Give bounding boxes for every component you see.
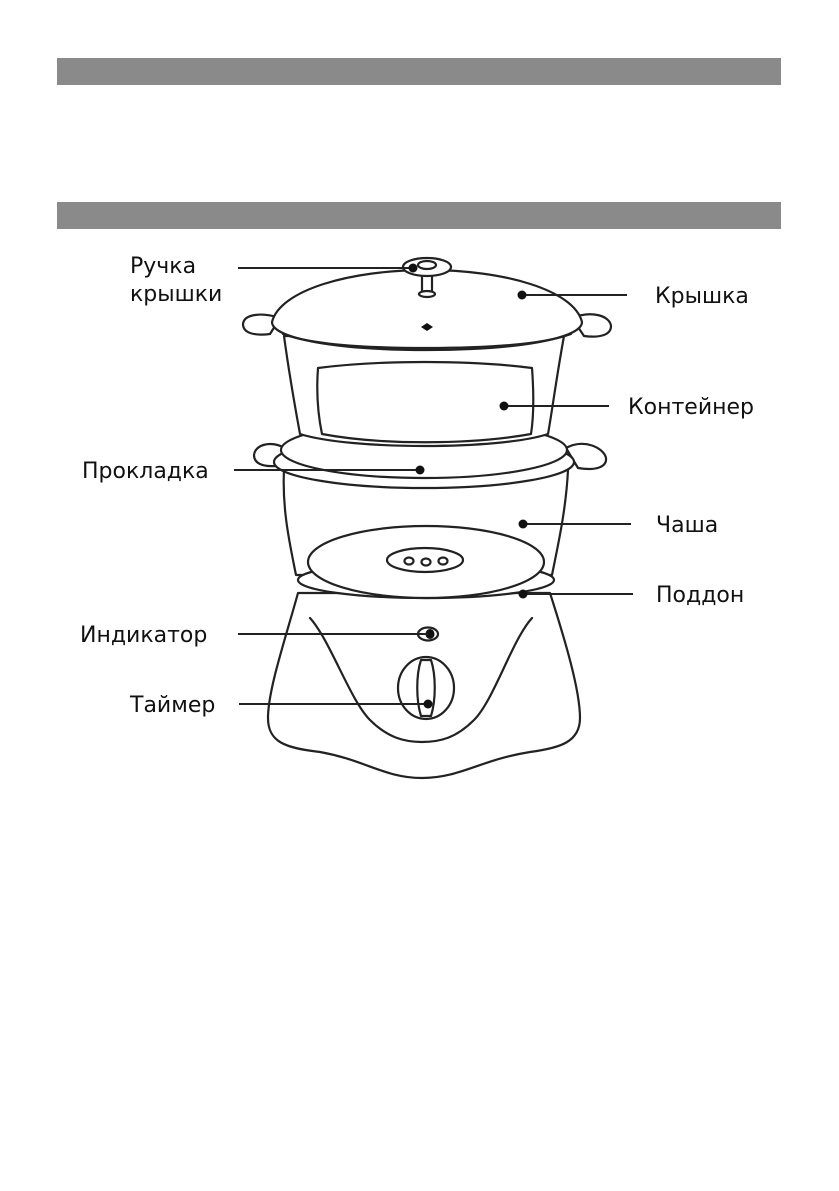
leader-gasket: [234, 465, 425, 475]
leader-container: [499, 401, 609, 411]
label-timer: Таймер: [129, 693, 215, 718]
label-lid-handle-line1: Ручка: [130, 254, 196, 279]
drip-tray: [296, 524, 556, 600]
section-header-bar-diagram: [57, 202, 781, 229]
label-lid-handle-line2: крышки: [130, 282, 222, 307]
label-lid: Крышка: [655, 284, 749, 309]
leader-lid-handle: [238, 263, 418, 273]
timer-knob: [396, 655, 456, 721]
section-header-bar-top: [57, 58, 781, 85]
label-indicator: Индикатор: [80, 623, 207, 648]
leader-timer: [239, 699, 433, 709]
label-tray: Поддон: [656, 583, 744, 608]
leader-tray: [518, 589, 633, 599]
steamer-lid: [241, 268, 613, 352]
leader-bowl: [518, 519, 631, 529]
label-container: Контейнер: [628, 395, 754, 420]
label-gasket: Прокладка: [82, 459, 209, 484]
leader-lid: [517, 290, 627, 300]
steamer-container: [282, 334, 566, 448]
label-bowl: Чаша: [656, 513, 718, 538]
